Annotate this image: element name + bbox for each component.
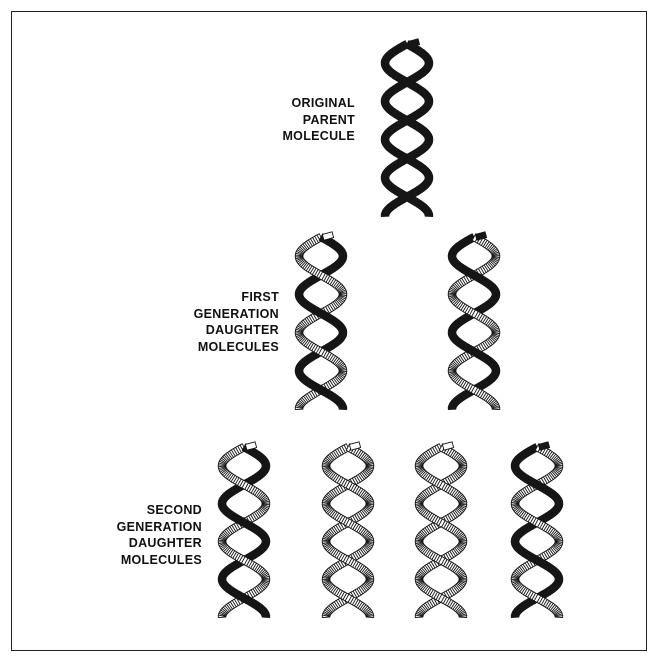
- dna-helix-second: [218, 442, 269, 618]
- dna-helix-second: [511, 442, 562, 618]
- dna-helix-second: [415, 442, 466, 618]
- dna-helix-original: [381, 39, 432, 217]
- dna-helix-first: [448, 232, 499, 410]
- dna-helix-first: [295, 232, 346, 410]
- dna-helix-second: [322, 442, 373, 618]
